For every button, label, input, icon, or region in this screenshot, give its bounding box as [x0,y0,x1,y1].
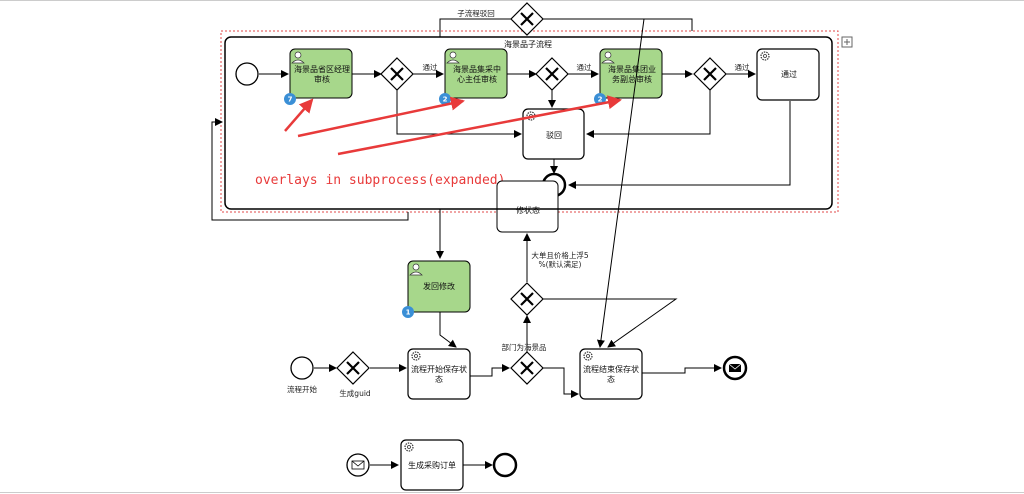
gear-icon [760,51,770,61]
envelope-icon [728,363,742,372]
gateway-1[interactable] [380,57,414,91]
svg-text:7: 7 [288,96,293,104]
flow-gw3-to-reject [586,90,711,138]
flow-label-cond-1: 大单且价格上浮5 [531,250,588,260]
message-start-event[interactable] [346,453,370,477]
gateway-guid-label: 生成guid [339,388,371,398]
start-event-label: 流程开始 [287,384,317,394]
flow-top-gateway-left [439,18,511,37]
task-end-status-label-1: 流程结束保存状 [583,364,639,374]
flow-end-status-to-end [642,364,722,374]
task-t3-label-2: 务副总审核 [612,74,652,84]
flow-start-status-to-dept-gateway [470,364,510,377]
flow-dept-gateway-to-end-status [543,367,579,398]
envelope-icon [351,460,365,470]
flow-gw1-to-reject [396,90,522,138]
gateway-2[interactable] [535,57,569,91]
user-icon [446,51,460,64]
task-t2-badge[interactable]: 2 [439,93,451,105]
flow-label-subprocess-reject: 子流程驳回 [457,8,495,18]
overlay-text: overlays in subprocess(expanded) [255,173,505,188]
flow-label-cond-2: %(默认满足) [539,259,582,269]
process-end-event[interactable] [492,452,518,478]
user-icon [601,51,615,64]
task-pass[interactable]: 通过 [756,48,820,101]
task-gen-order[interactable]: 生成采购订单 [400,439,464,491]
subprocess-start-event[interactable] [235,62,259,86]
task-end-status-label-2: 态 [607,374,615,384]
user-icon [409,263,423,276]
task-end-status[interactable]: 流程结束保存状 态 [579,348,643,400]
subprocess-collapse-toggle[interactable] [841,36,853,48]
task-t1-label-2: 审核 [314,74,330,84]
task-reject-edit-badge[interactable]: 1 [402,306,414,318]
task-gen-order-label: 生成采购订单 [408,460,456,470]
gateway-price[interactable] [510,282,544,316]
message-end-event[interactable] [722,355,748,381]
task-status[interactable]: 修状态 [496,180,559,233]
process-start-event[interactable] [290,356,314,380]
flow-pass-to-end [568,101,791,189]
gateway-dept[interactable] [510,351,544,385]
task-reject-edit[interactable]: 发回修改 [407,260,471,313]
task-pass-label: 通过 [781,69,797,79]
task-t3[interactable]: 海景品集团业 务副总审核 [599,48,663,99]
flow-top-gateway-to-end-status [574,18,645,348]
gear-icon [404,442,414,452]
flow-loop-back-to-subprocess [211,118,409,221]
gear-icon [411,351,421,361]
task-t2[interactable]: 海景品集采中 心主任审核 [444,48,508,99]
svg-text:2: 2 [598,96,603,104]
gateway-top[interactable] [510,2,544,36]
flow-label-pass-3: 通过 [735,62,750,72]
flow-top-gateway-right [543,18,693,31]
flow-reject-edit-to-start-status [439,312,457,348]
gateway-guid[interactable] [336,351,370,385]
flow-price-gateway-to-end-status [543,298,678,348]
svg-text:1: 1 [406,309,411,317]
svg-text:2: 2 [443,96,448,104]
task-start-status[interactable]: 流程开始保存状 态 [407,348,471,400]
task-start-status-label-1: 流程开始保存状 [411,364,467,374]
gear-icon [583,351,593,361]
task-t1[interactable]: 海景品省区经理 审核 [289,48,353,99]
task-reject-label: 驳回 [546,131,562,140]
task-t2-label-1: 海景品集采中 [453,64,501,74]
gateway-3[interactable] [693,57,727,91]
task-t1-label-1: 海景品省区经理 [294,64,350,74]
task-t2-label-2: 心主任审核 [457,74,497,84]
task-t3-label-1: 海景品集团业 [608,64,656,74]
flow-label-dept: 部门为海景品 [502,342,547,352]
task-start-status-label-2: 态 [435,374,443,384]
user-icon [291,51,305,64]
overlay-annotation: overlays in subprocess(expanded) [255,95,622,188]
flow-label-pass-2: 通过 [577,62,592,72]
task-reject-edit-label: 发回修改 [423,281,455,291]
flow-label-pass-1: 通过 [423,62,438,72]
task-status-label: 修状态 [516,205,540,215]
subprocess-title: 海景品子流程 [504,39,552,49]
task-t1-badge[interactable]: 7 [284,93,296,105]
